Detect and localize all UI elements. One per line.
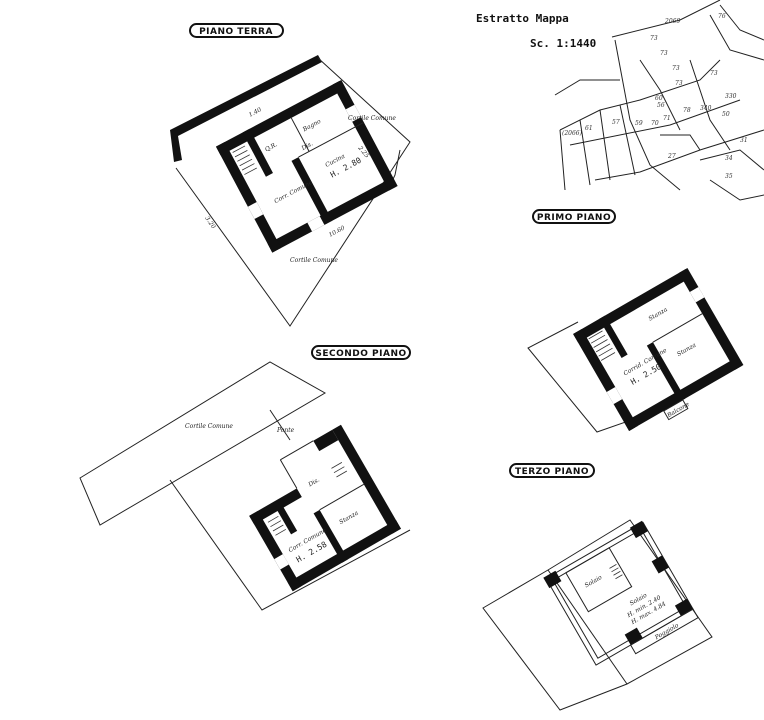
piano-terra-site-outline [175, 57, 411, 327]
svg-text:73: 73 [675, 80, 683, 87]
terzo-piano-plan: Solaio Solaio H. min. 2.40 H. max. 4.84 … [482, 519, 713, 711]
svg-text:340: 340 [700, 105, 712, 112]
svg-text:TERZO PIANO: TERZO PIANO [515, 467, 589, 477]
svg-text:76: 76 [718, 13, 726, 20]
svg-text:73: 73 [710, 70, 718, 77]
map-scale: Sc. 1:1440 [530, 37, 596, 50]
room-label: Dis. [300, 140, 315, 152]
secondo-piano-title: SECONDO PIANO [311, 345, 411, 360]
dimension-label: 3.20 [203, 215, 217, 230]
svg-text:(2066): (2066) [562, 130, 583, 137]
svg-text:PRIMO PIANO: PRIMO PIANO [537, 213, 611, 223]
svg-text:59: 59 [635, 120, 643, 127]
secondo-piano-plan: Dis. Stanza Corr. Comune H. 2.58 Cortile… [79, 361, 411, 611]
room-label: Bagno [301, 118, 323, 134]
dimension-label: 1.40 [248, 106, 263, 119]
terzo-piano-title: TERZO PIANO [509, 463, 595, 478]
svg-text:330: 330 [725, 93, 737, 100]
room-label: Solaio [584, 574, 604, 590]
map-title: Estratto Mappa [476, 12, 569, 25]
svg-text:34: 34 [725, 155, 733, 162]
svg-text:56: 56 [657, 102, 665, 109]
room-label: Stanza [338, 509, 360, 526]
ponte-label: Ponte [276, 427, 295, 434]
area-label: Cortile Comune [290, 257, 338, 264]
svg-text:73: 73 [660, 50, 668, 57]
piano-terra-thick-boundary-wall [170, 55, 322, 162]
primo-piano-title: PRIMO PIANO [532, 209, 616, 224]
estratto-mappa: Estratto Mappa Sc. 1:1440 2069 73 73 7 [476, 0, 764, 201]
svg-text:50: 50 [722, 111, 730, 118]
svg-text:27: 27 [667, 153, 676, 160]
area-label: Cortile Comune [348, 115, 396, 122]
piano-terra-title: PIANO TERRA [189, 23, 284, 38]
primo-piano-plan: Stanza Stanza Corrid. Comune H. 2.50 Bal… [527, 267, 744, 433]
dimension-label: 10.60 [328, 224, 347, 238]
svg-text:73: 73 [672, 65, 680, 72]
room-label: Q.R. [264, 141, 279, 153]
svg-text:31: 31 [740, 137, 748, 144]
svg-text:PIANO TERRA: PIANO TERRA [199, 27, 273, 37]
room-label: Dis. [306, 476, 321, 488]
svg-text:73: 73 [650, 35, 658, 42]
map-parcel-numbers: 2069 73 73 73 73 73 56 60 57 59 70 71 78… [562, 13, 748, 180]
piano-terra-plan: Q.R. Bagno Dis. Cucina H. 2.80 Corr. Com… [170, 55, 411, 327]
svg-text:60: 60 [655, 95, 663, 102]
room-label: Stanza [647, 306, 669, 323]
svg-text:70: 70 [651, 120, 659, 127]
svg-text:2069: 2069 [664, 18, 680, 25]
svg-text:71: 71 [663, 115, 671, 122]
svg-text:57: 57 [612, 119, 620, 126]
svg-text:61: 61 [585, 125, 593, 132]
svg-text:78: 78 [683, 107, 691, 114]
area-label: Cortile Comune [185, 423, 233, 430]
svg-text:35: 35 [725, 173, 733, 180]
room-label: Stanza [676, 341, 698, 358]
svg-text:SECONDO PIANO: SECONDO PIANO [315, 349, 406, 359]
